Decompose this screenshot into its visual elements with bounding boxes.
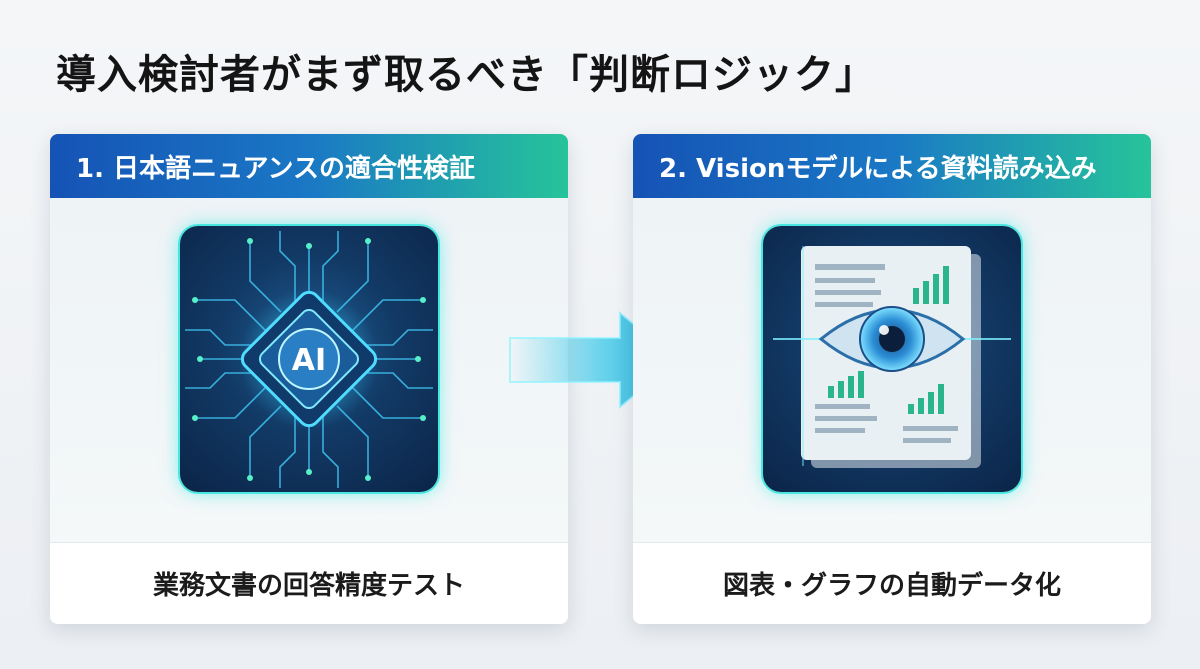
step-card-2: 2. Visionモデルによる資料読み込み: [633, 134, 1151, 624]
ai-chip-label: AI: [292, 343, 326, 378]
step-card-1: 1. 日本語ニュアンスの適合性検証: [50, 134, 568, 624]
step-2-header: 2. Visionモデルによる資料読み込み: [633, 134, 1151, 198]
ai-chip-icon: AI: [180, 226, 438, 492]
step-1-header: 1. 日本語ニュアンスの適合性検証: [50, 134, 568, 198]
step-1-body: AI: [50, 198, 568, 542]
page-title: 導入検討者がまず取るべき「判断ロジック」: [56, 52, 876, 98]
step-1-footer: 業務文書の回答精度テスト: [50, 542, 568, 624]
step-2-footer: 図表・グラフの自動データ化: [633, 542, 1151, 624]
step-2-body: [633, 198, 1151, 542]
eye-document-icon: [763, 226, 1021, 492]
